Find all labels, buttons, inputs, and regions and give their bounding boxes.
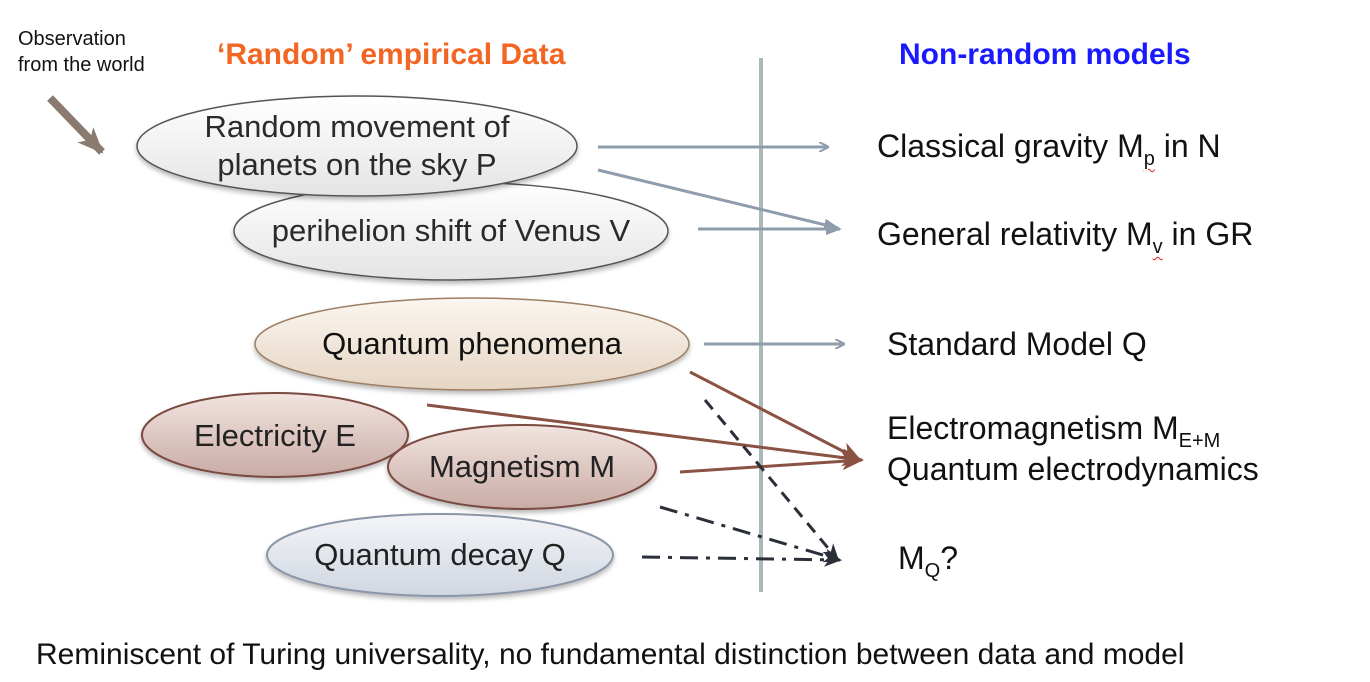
label-planets-line-2: planets on the sky P <box>217 147 497 182</box>
model-electromagnetism: Electromagnetism ME+M <box>887 410 1220 453</box>
model-general-relativity: General relativity Mv in GR <box>877 216 1253 259</box>
observation-line-2: from the world <box>18 54 145 76</box>
model-standard-model: Standard Model Q <box>887 326 1147 362</box>
oval-electricity <box>141 392 409 478</box>
label-planets: Random movement of planets on the sky P <box>137 108 577 184</box>
arrow-quantum-to-qed <box>689 370 862 462</box>
label-quantum-decay: Quantum decay Q <box>314 537 566 572</box>
label-venus: perihelion shift of Venus V <box>271 213 631 248</box>
observation-line-1: Observation <box>18 28 126 50</box>
model-qed: Quantum electrodynamics <box>887 451 1259 487</box>
oval-planets <box>136 95 578 197</box>
header-non-random-models: Non-random models <box>899 38 1191 71</box>
arrow-magnetism-to-mq <box>659 505 842 563</box>
footer-caption: Reminiscent of Turing universality, no f… <box>36 638 1185 671</box>
model-mq-subscript: Q <box>924 560 941 582</box>
label-magnetism: Magnetism M <box>428 449 616 484</box>
model-classical-text: Classical gravity M <box>877 128 1144 164</box>
label-electricity: Electricity E <box>194 418 356 453</box>
observation-arrow <box>47 95 105 155</box>
label-planets-line-1: Random movement of <box>204 109 510 144</box>
observation-label: Observation from the world <box>18 26 145 78</box>
label-quantum-phenomena: Quantum phenomena <box>322 326 622 361</box>
model-em-subscript: E+M <box>1178 430 1221 452</box>
arrow-electricity-to-qed <box>426 403 864 467</box>
arrow-magnetism-to-qed <box>679 452 864 474</box>
oval-quantum-decay <box>266 513 614 597</box>
model-gr-text: General relativity M <box>877 216 1153 252</box>
model-gr-subscript: v <box>1152 236 1163 258</box>
model-mq-suffix: ? <box>940 540 959 576</box>
oval-magnetism <box>387 424 657 510</box>
model-mq: MQ? <box>898 540 958 583</box>
model-classical-suffix: in N <box>1154 128 1221 164</box>
model-mq-text: M <box>898 540 925 576</box>
model-em-text: Electromagnetism M <box>887 410 1179 446</box>
arrow-quantum-to-mq <box>703 399 840 562</box>
arrow-planets-to-gr <box>597 168 840 231</box>
model-gr-suffix: in GR <box>1162 216 1254 252</box>
model-classical-subscript: p <box>1143 148 1155 170</box>
oval-quantum-phenomena <box>254 297 690 391</box>
model-classical-gravity: Classical gravity Mp in N <box>877 128 1221 171</box>
arrow-decay-to-mq <box>641 552 842 567</box>
header-random-data: ‘Random’ empirical Data <box>217 38 566 71</box>
